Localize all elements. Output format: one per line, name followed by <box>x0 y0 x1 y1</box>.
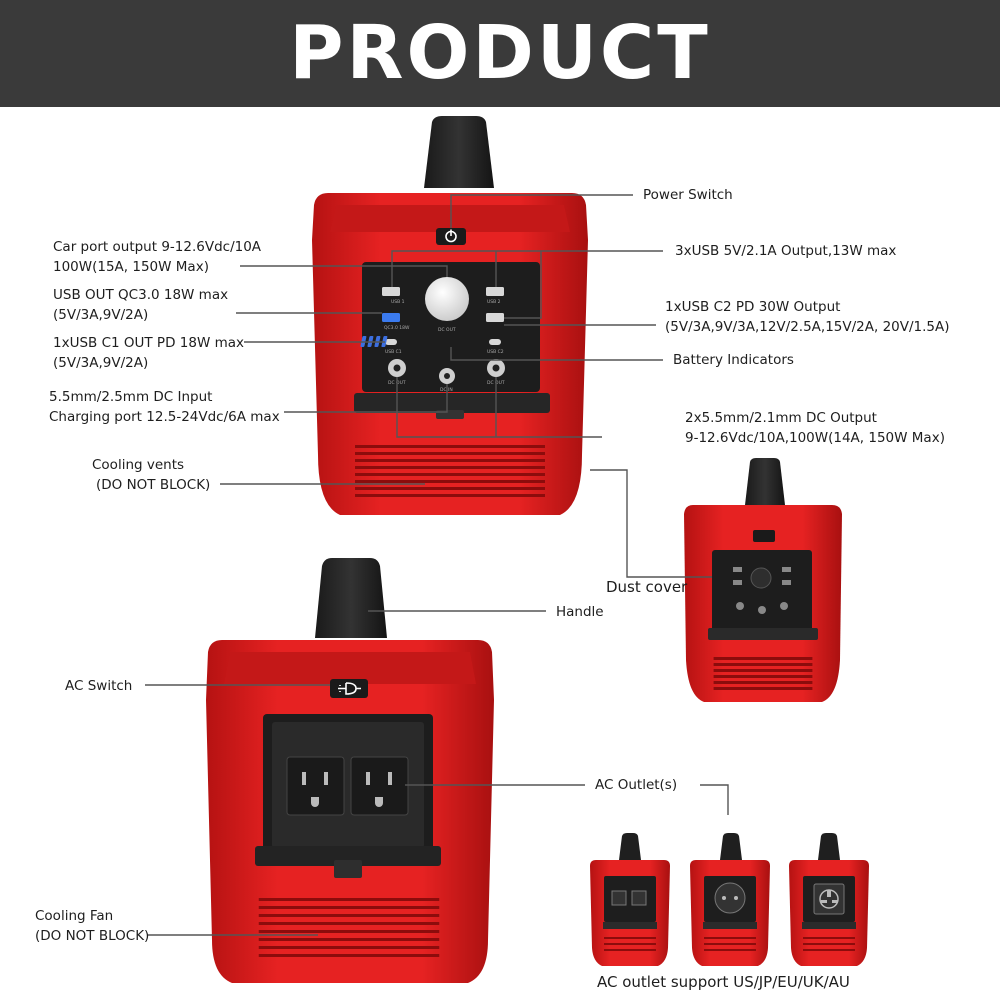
page-title: PRODUCT INFORMATION <box>189 10 811 186</box>
callout-usb-c1-line2: (5V/3A,9V/2A) <box>53 355 149 371</box>
panel-label-usb1: USB 1 <box>391 299 405 305</box>
callout-usb-c2: 1xUSB C2 PD 30W Output (5V/3A,9V/3A,12V/… <box>665 297 950 337</box>
variant-us <box>590 833 670 966</box>
unit-front-dc <box>312 116 588 515</box>
callout-usb-c2-line1: 1xUSB C2 PD 30W Output <box>665 299 841 315</box>
unit-ac-side <box>206 558 494 983</box>
callout-ac-switch-text: AC Switch <box>65 678 133 694</box>
callout-dc-input: 5.5mm/2.5mm DC Input Charging port 12.5-… <box>49 387 280 427</box>
panel-label-usb2: USB 2 <box>487 299 501 305</box>
callout-dc-output-line2: 9-12.6Vdc/10A,100W(14A, 150W Max) <box>685 430 945 446</box>
panel-label-usbc1: USB C1 <box>385 349 402 355</box>
callout-usb-c2-line2: (5V/3A,9V/3A,12V/2.5A,15V/2A, 20V/1.5A) <box>665 319 950 335</box>
ac-switch-button <box>330 679 368 698</box>
callout-qc30-line1: USB OUT QC3.0 18W max <box>53 287 229 303</box>
variant-universal <box>789 833 869 966</box>
panel-label-dc-out: DC OUT <box>438 327 456 333</box>
callout-usb3x-text: 3xUSB 5V/2.1A Output,13W max <box>675 243 897 259</box>
callout-usb-c1: 1xUSB C1 OUT PD 18W max (5V/3A,9V/2A) <box>53 333 244 373</box>
callout-cooling-fan: Cooling Fan (DO NOT BLOCK) <box>35 906 149 946</box>
callout-handle: Handle <box>556 602 604 622</box>
ac-plug-icon <box>338 682 361 695</box>
callout-battery-text: Battery Indicators <box>673 352 794 368</box>
panel-label-usbc2: USB C2 <box>487 349 504 355</box>
callout-ac-switch: AC Switch <box>65 676 132 696</box>
handle-top-1 <box>424 116 494 188</box>
callout-power-switch-text: Power Switch <box>643 187 733 203</box>
callout-ac-outlets-text: AC Outlet(s) <box>595 777 678 793</box>
callout-cooling-vents-line2: (DO NOT BLOCK) <box>96 477 211 493</box>
callout-cooling-vents: Cooling vents (DO NOT BLOCK) <box>92 455 210 495</box>
leader-lines <box>145 194 729 936</box>
callout-power-switch: Power Switch <box>643 185 733 205</box>
callout-usb3x: 3xUSB 5V/2.1A Output,13W max <box>675 241 896 261</box>
callout-dc-output-line1: 2x5.5mm/2.1mm DC Output <box>685 410 877 426</box>
callout-battery: Battery Indicators <box>673 350 794 370</box>
callout-dc-input-line1: 5.5mm/2.5mm DC Input <box>49 389 213 405</box>
callout-car-port: Car port output 9-12.6Vdc/10A 100W(15A, … <box>53 237 261 277</box>
variant-eu <box>690 833 770 966</box>
callout-car-port-line1: Car port output 9-12.6Vdc/10A <box>53 239 262 255</box>
callout-dc-input-line2: Charging port 12.5-24Vdc/6A max <box>49 409 280 425</box>
dust-cover-lip <box>354 393 550 413</box>
callout-qc30-line2: (5V/3A,9V/2A) <box>53 307 149 323</box>
callout-handle-text: Handle <box>556 604 604 620</box>
callout-outlet-support: AC outlet support US/JP/EU/UK/AU <box>597 972 850 992</box>
callout-ac-outlets: AC Outlet(s) <box>595 775 677 795</box>
callout-cooling-fan-line1: Cooling Fan <box>35 908 114 924</box>
panel-label-qc: QC3.0 18W <box>384 325 410 331</box>
unit-dust-cover <box>684 458 842 702</box>
callout-qc30: USB OUT QC3.0 18W max (5V/3A,9V/2A) <box>53 285 228 325</box>
header-banner: PRODUCT INFORMATION <box>0 0 1000 186</box>
car-port-socket <box>425 277 469 321</box>
callout-dust-cover-text: Dust cover <box>606 578 688 596</box>
callout-dust-cover: Dust cover <box>606 577 687 597</box>
callout-outlet-support-text: AC outlet support US/JP/EU/UK/AU <box>597 973 850 991</box>
callout-cooling-vents-line1: Cooling vents <box>92 457 185 473</box>
callout-cooling-fan-line2: (DO NOT BLOCK) <box>35 928 150 944</box>
power-switch-button-1 <box>436 228 466 245</box>
callout-dc-output: 2x5.5mm/2.1mm DC Output 9-12.6Vdc/10A,10… <box>685 408 945 448</box>
callout-car-port-line2: 100W(15A, 150W Max) <box>53 259 209 275</box>
callout-usb-c1-line1: 1xUSB C1 OUT PD 18W max <box>53 335 244 351</box>
